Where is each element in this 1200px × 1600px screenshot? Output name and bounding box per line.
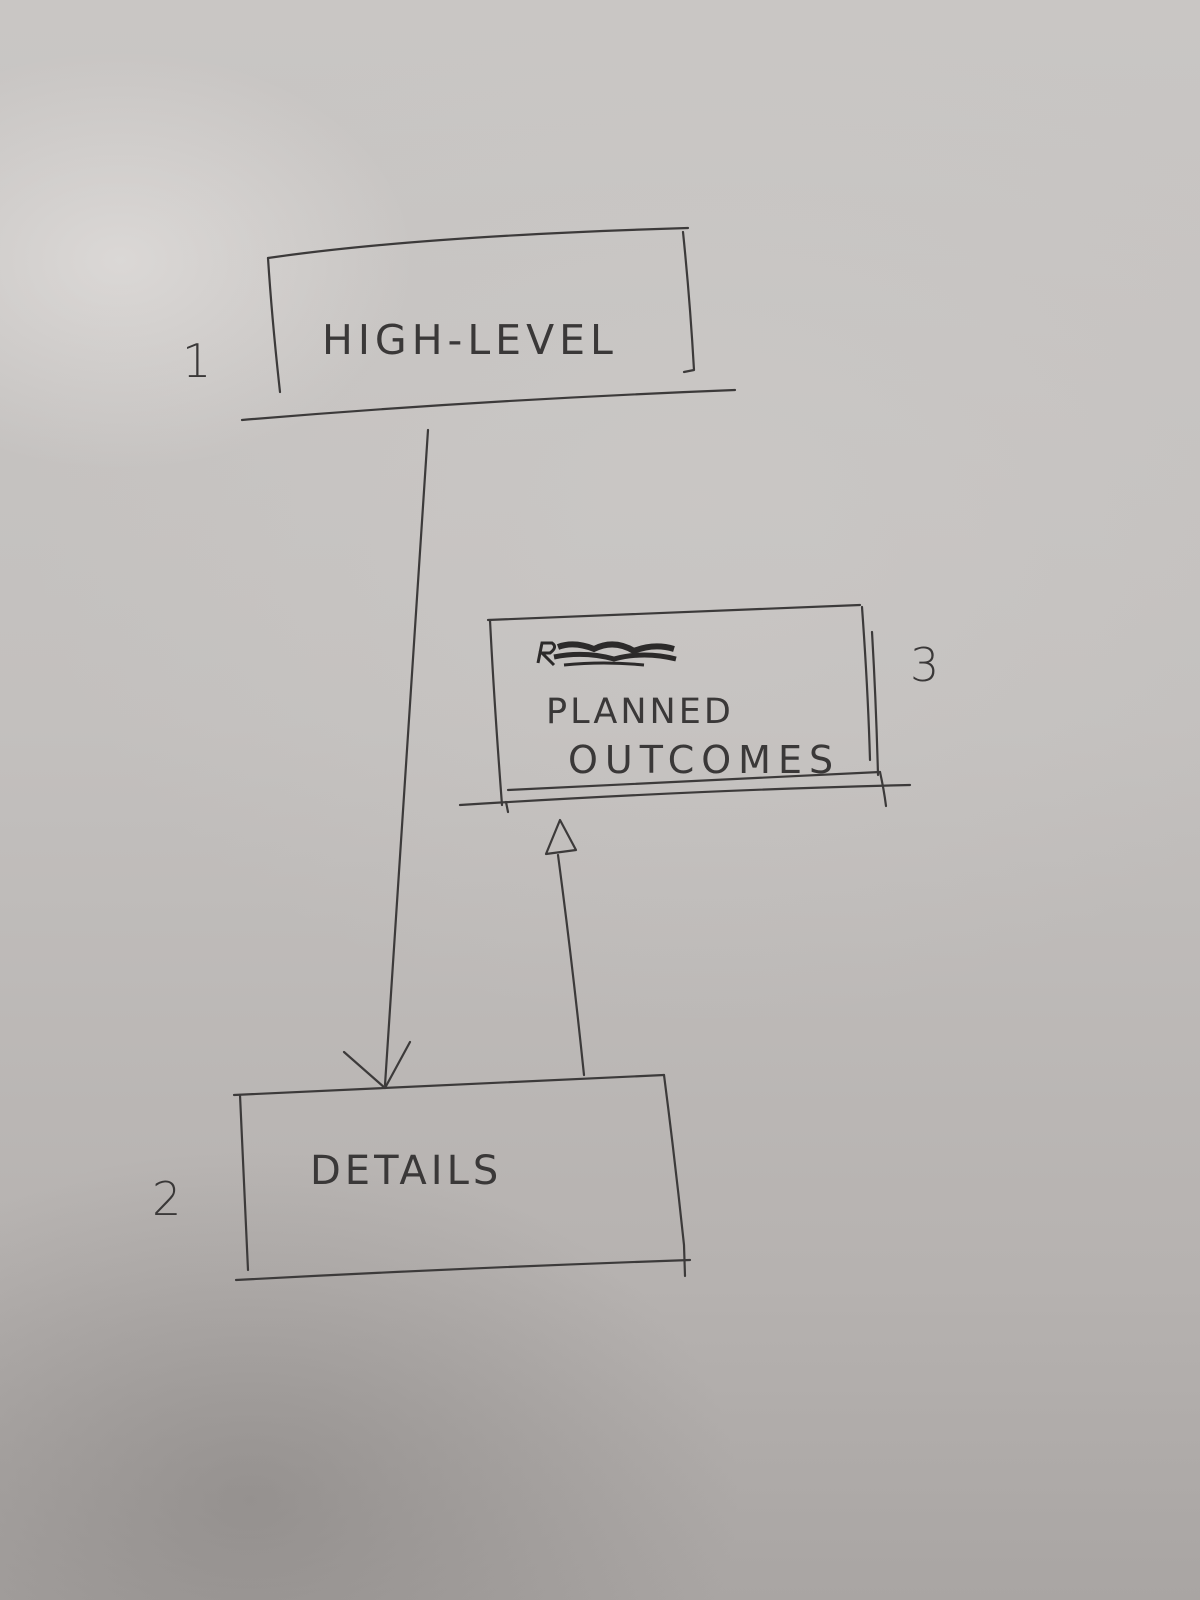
node-label-high-level: HIGH-LEVEL [322,316,618,364]
node-number-3: 3 [910,638,940,692]
node-high-level-box [240,226,737,422]
crossed-out-word-scribble [536,641,677,667]
node-label-outcomes: OUTCOMES [568,738,841,782]
node-planned-outcomes-box [458,603,912,814]
node-label-planned: PLANNED [546,692,734,732]
node-details-box [232,1073,692,1282]
edge-high-level-to-details [342,428,430,1090]
edge-details-to-planned-outcomes [544,818,586,1077]
node-label-details: DETAILS [310,1148,503,1194]
node-number-1: 1 [182,334,212,388]
node-number-2: 2 [152,1172,182,1226]
